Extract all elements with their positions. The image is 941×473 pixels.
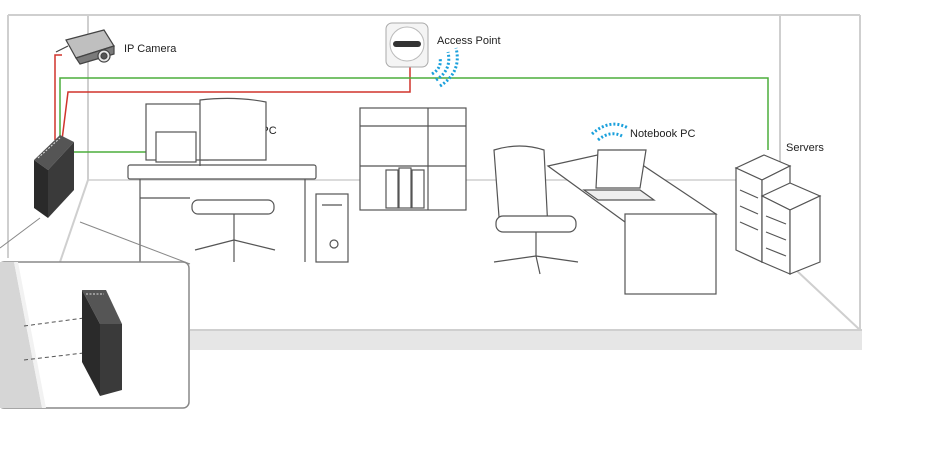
wifi-signal-icon bbox=[431, 47, 459, 88]
server-rack-icon bbox=[734, 154, 822, 275]
ip-camera-label: IP Camera bbox=[124, 43, 177, 55]
ip-camera-icon bbox=[55, 29, 115, 65]
desk-icon bbox=[127, 164, 317, 262]
camera-cable bbox=[54, 54, 411, 141]
switch-mount-detail-inset bbox=[0, 217, 191, 409]
switch-icon bbox=[34, 135, 74, 218]
room bbox=[7, 14, 862, 350]
desktop-pc-icon bbox=[145, 103, 349, 263]
notebook-pc-icon bbox=[582, 149, 656, 201]
access-point-icon bbox=[385, 22, 429, 68]
notebook-pc-label: Notebook PC bbox=[630, 128, 695, 140]
access-point-label: Access Point bbox=[437, 35, 501, 47]
bookshelf-icon bbox=[359, 107, 467, 211]
ethernet-cable bbox=[59, 77, 769, 153]
servers-label: Servers bbox=[786, 142, 824, 154]
office-chair-icon bbox=[191, 97, 276, 262]
wifi-signal-icon bbox=[591, 122, 629, 142]
switch-icon bbox=[82, 290, 122, 396]
office-chair-icon bbox=[493, 145, 579, 275]
